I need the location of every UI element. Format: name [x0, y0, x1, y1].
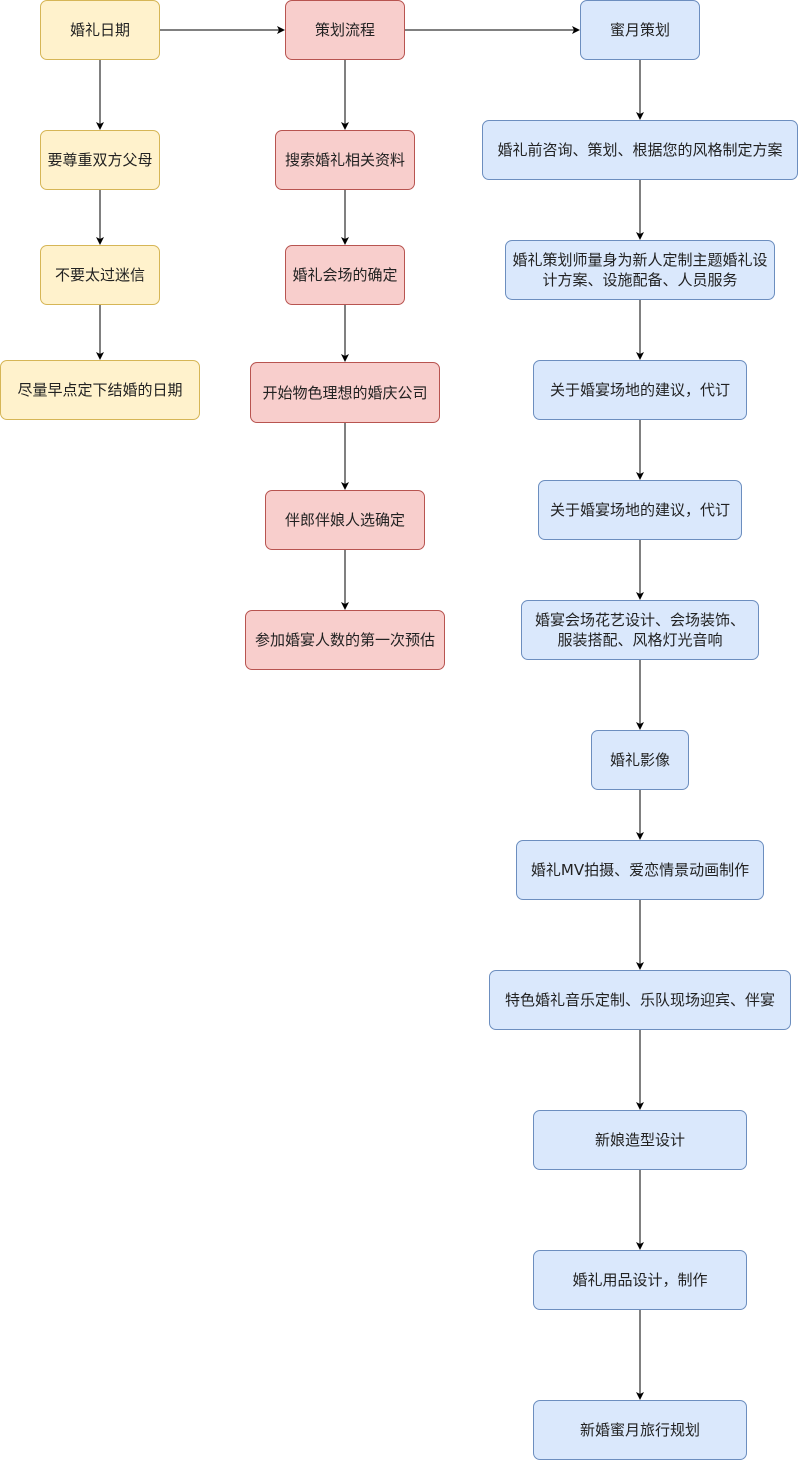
node-honeymoon-item-10[interactable]: 婚礼用品设计，制作 [533, 1250, 747, 1310]
node-date-item-1[interactable]: 要尊重双方父母 [40, 130, 160, 190]
node-honeymoon-item-6[interactable]: 婚礼影像 [591, 730, 689, 790]
node-process-item-3[interactable]: 开始物色理想的婚庆公司 [250, 362, 440, 423]
node-planning-process-header[interactable]: 策划流程 [285, 0, 405, 60]
node-date-item-2[interactable]: 不要太过迷信 [40, 245, 160, 305]
node-process-item-2[interactable]: 婚礼会场的确定 [285, 245, 405, 305]
node-date-item-3[interactable]: 尽量早点定下结婚的日期 [0, 360, 200, 420]
node-process-item-5[interactable]: 参加婚宴人数的第一次预估 [245, 610, 445, 670]
node-wedding-date-header[interactable]: 婚礼日期 [40, 0, 160, 60]
node-honeymoon-item-8[interactable]: 特色婚礼音乐定制、乐队现场迎宾、伴宴 [489, 970, 791, 1030]
node-honeymoon-item-1[interactable]: 婚礼前咨询、策划、根据您的风格制定方案 [482, 120, 798, 180]
node-honeymoon-item-2[interactable]: 婚礼策划师量身为新人定制主题婚礼设计方案、设施配备、人员服务 [505, 240, 775, 300]
node-honeymoon-item-11[interactable]: 新婚蜜月旅行规划 [533, 1400, 747, 1460]
node-process-item-4[interactable]: 伴郎伴娘人选确定 [265, 490, 425, 550]
node-honeymoon-item-5[interactable]: 婚宴会场花艺设计、会场装饰、服装搭配、风格灯光音响 [521, 600, 759, 660]
node-honeymoon-item-4[interactable]: 关于婚宴场地的建议，代订 [538, 480, 742, 540]
node-honeymoon-item-9[interactable]: 新娘造型设计 [533, 1110, 747, 1170]
node-honeymoon-item-3[interactable]: 关于婚宴场地的建议，代订 [533, 360, 747, 420]
node-honeymoon-item-7[interactable]: 婚礼MV拍摄、爱恋情景动画制作 [516, 840, 764, 900]
node-process-item-1[interactable]: 搜索婚礼相关资料 [275, 130, 415, 190]
node-honeymoon-header[interactable]: 蜜月策划 [580, 0, 700, 60]
